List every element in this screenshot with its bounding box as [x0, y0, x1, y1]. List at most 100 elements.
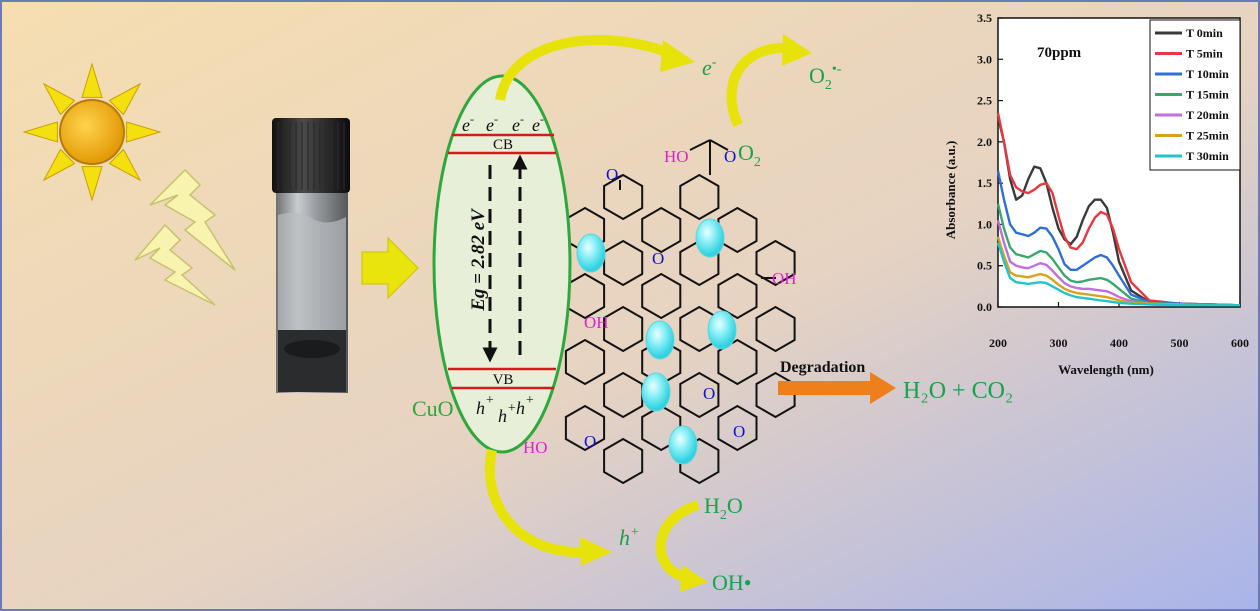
band-gap-label: Eg = 2.82 eV	[468, 208, 489, 312]
x-axis-label: Wavelength (nm)	[1058, 362, 1154, 377]
y-tick-label: 1.0	[977, 217, 992, 231]
electron-transfer-arrowhead	[660, 40, 695, 72]
products-label: H₂O + CO₂	[903, 378, 1013, 404]
sun-ray	[126, 121, 162, 143]
hydroxyl-left-label: HO	[523, 438, 548, 457]
legend-label: T 10min	[1186, 67, 1229, 81]
legend-label: T 5min	[1186, 47, 1223, 61]
carbon-ring	[717, 272, 758, 320]
water-oxidation-arrow	[655, 500, 700, 583]
vb-label: VB	[493, 372, 514, 388]
series-line	[996, 170, 1241, 307]
epoxide-o-label: O	[584, 432, 596, 451]
cuo-label: CuO	[412, 396, 454, 421]
legend-label: T 30min	[1186, 149, 1229, 163]
oxygen-label: O2	[738, 140, 761, 170]
series-line	[996, 219, 1240, 307]
carbon-ring	[641, 206, 682, 254]
hole: h+	[498, 401, 516, 426]
carbon-ring	[717, 206, 758, 254]
electron-bubble	[695, 218, 725, 258]
bridge-o-label: O	[733, 422, 745, 441]
cb-label: CB	[493, 137, 513, 153]
hole: h+	[516, 393, 534, 418]
x-tick-label: 300	[1050, 336, 1068, 350]
legend-label: T 0min	[1186, 26, 1223, 40]
sun-ray	[22, 121, 58, 143]
y-tick-label: 0.0	[977, 300, 992, 314]
sun-icon	[22, 62, 162, 202]
carbonyl-o-label: O	[606, 165, 618, 184]
sun-ray	[42, 148, 76, 182]
electron-bubble	[645, 320, 675, 360]
carbon-ring	[755, 239, 796, 287]
hole-row: h+h+h+	[476, 393, 534, 426]
hydroxyl-right-label: OH	[772, 269, 797, 288]
carbon-ring	[717, 338, 758, 386]
carboxyl-ho-label: HO	[664, 147, 689, 166]
degradation-arrow	[778, 372, 896, 404]
y-tick-label: 1.5	[977, 176, 992, 190]
carbon-ring	[603, 371, 644, 419]
concentration-annotation: 70ppm	[1037, 45, 1082, 61]
epoxide-o-label: O	[652, 249, 664, 268]
sun-ray	[81, 166, 103, 202]
x-tick-label: 600	[1231, 336, 1249, 350]
sun-ray	[108, 82, 142, 116]
electron-bubble	[576, 233, 606, 273]
x-tick-label: 200	[989, 336, 1007, 350]
sample-vial	[272, 118, 350, 393]
electron-label: e-	[702, 55, 717, 80]
y-tick-label: 0.5	[977, 259, 992, 273]
legend-label: T 20min	[1186, 108, 1229, 122]
x-tick-label: 400	[1110, 336, 1128, 350]
sun-ray	[108, 148, 142, 182]
epoxide-o-label: O	[703, 384, 715, 403]
degradation-label: Degradation	[780, 359, 865, 376]
cuo-particle	[432, 74, 572, 454]
electron-bubbles	[576, 218, 737, 465]
y-tick-label: 3.0	[977, 52, 992, 66]
electron: e-	[462, 112, 474, 135]
series-line	[996, 112, 1241, 307]
carbon-ring	[564, 338, 606, 386]
carbon-ring	[679, 371, 720, 419]
electron: e-	[512, 112, 524, 135]
carbon-ring	[641, 404, 682, 452]
hole-label: h+	[619, 525, 639, 550]
electron-bubble	[641, 372, 671, 412]
y-tick-label: 2.5	[977, 94, 992, 108]
sun-ray	[42, 82, 76, 116]
carbon-ring	[679, 173, 720, 221]
electron: e-	[532, 112, 544, 135]
carboxyl-o-label: O	[724, 147, 736, 166]
o2-reduction-arrow	[726, 42, 791, 128]
x-tick-label: 500	[1171, 336, 1189, 350]
series-line	[996, 242, 1240, 307]
electron-transfer-arrow	[495, 35, 677, 102]
carbon-ring	[603, 173, 644, 221]
y-tick-label: 3.5	[977, 11, 992, 25]
lightning-icon	[134, 168, 236, 306]
carbon-ring	[603, 437, 644, 485]
carbon-ring	[564, 404, 606, 452]
series-line	[996, 203, 1241, 307]
superoxide-label: O2•-	[809, 62, 842, 93]
y-axis-label: Absorbance (a.u.)	[943, 141, 958, 240]
carbon-ring	[603, 305, 644, 353]
water-oxidation-arrowhead	[680, 565, 708, 592]
electron: e-	[486, 112, 498, 135]
carbon-ring	[755, 305, 796, 353]
legend-label: T 25min	[1186, 129, 1229, 143]
electron-bubble	[668, 425, 698, 465]
sun-ray	[81, 62, 103, 98]
electron-row: e-e-e-e-	[462, 112, 544, 135]
carbon-ring	[641, 272, 682, 320]
hole: h+	[476, 393, 494, 418]
electron-bubble	[707, 310, 737, 350]
hole-transfer-arrowhead	[580, 537, 612, 566]
water-label: H2O	[704, 493, 743, 523]
carbon-ring	[717, 404, 758, 452]
